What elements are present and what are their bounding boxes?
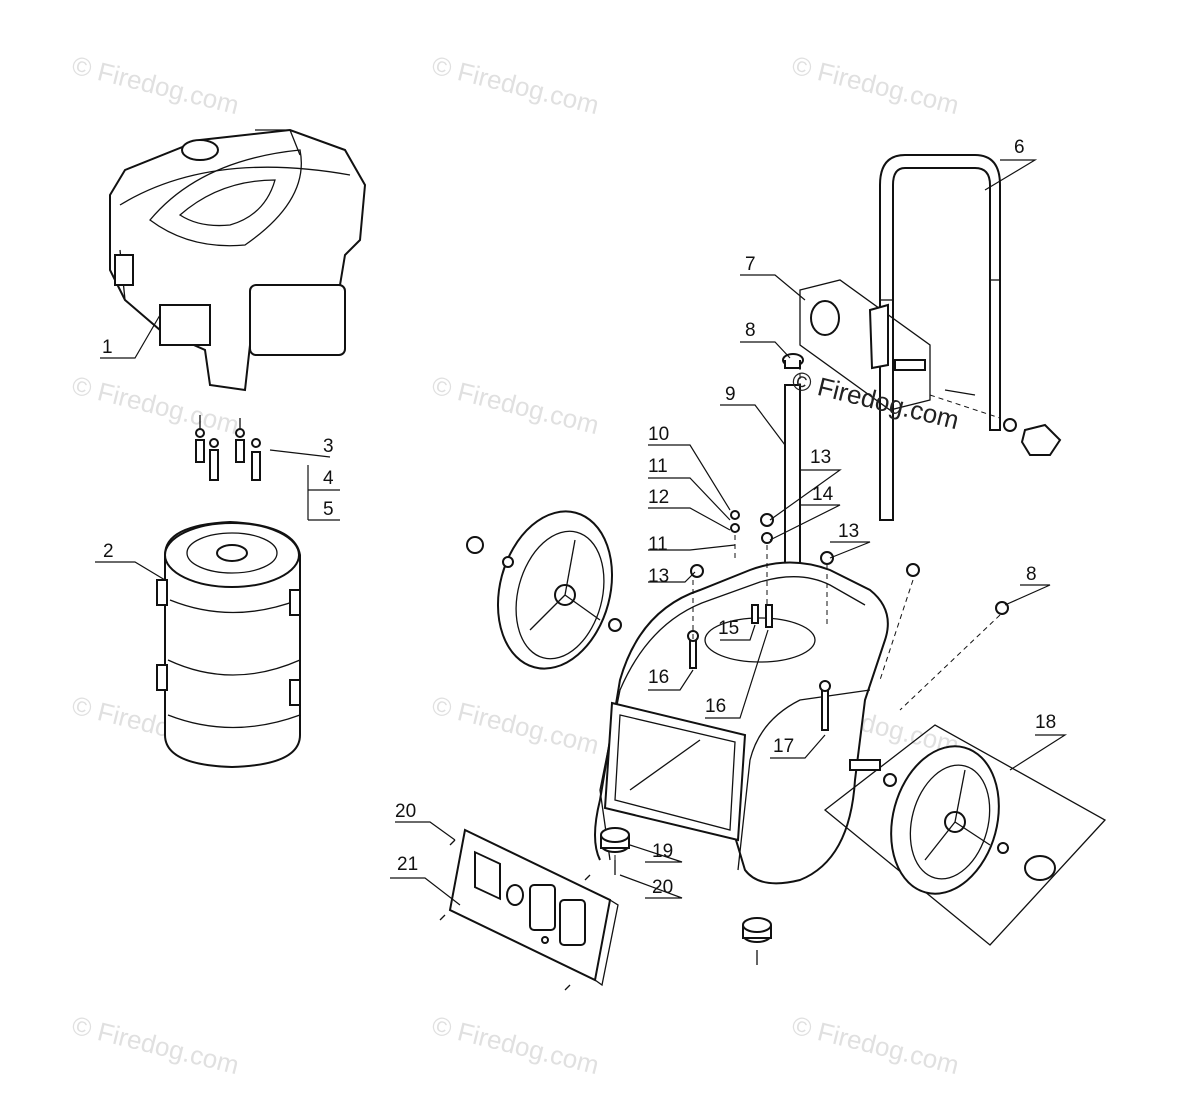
callout-13: 13: [810, 447, 831, 468]
frame-icon: [594, 561, 889, 885]
callout-21: 21: [397, 854, 418, 875]
callout-8: 8: [1026, 564, 1037, 585]
callout-16: 16: [705, 696, 726, 717]
handle-bracket-icon: [799, 279, 931, 411]
wheel-icon: [823, 724, 1107, 946]
callout-9: 9: [725, 384, 736, 405]
engine-icon: [109, 128, 367, 392]
callout-14: 14: [812, 484, 834, 505]
callout-2: 2: [103, 541, 114, 562]
rubber-foot-icon: [600, 827, 772, 965]
handle-icon: [879, 154, 1001, 521]
callout-8: 8: [745, 320, 756, 341]
alternator-icon: [156, 520, 301, 769]
callout-1: 1: [102, 337, 113, 358]
control-panel-icon: [439, 828, 619, 991]
callout-13: 13: [648, 566, 669, 587]
callout-11: 11: [648, 456, 668, 477]
callout-3: 3: [323, 436, 334, 457]
callout-17: 17: [773, 736, 794, 757]
callout-20: 20: [395, 801, 416, 822]
callout-13: 13: [838, 521, 859, 542]
knob-icon: [944, 389, 1062, 456]
callout-5: 5: [323, 499, 334, 520]
callout-18: 18: [1035, 712, 1056, 733]
wheel-icon: [466, 510, 622, 670]
callout-16: 16: [648, 667, 669, 688]
callout-4: 4: [323, 468, 334, 489]
callout-12: 12: [648, 487, 669, 508]
callout-19: 19: [652, 841, 673, 862]
assembly-lines: [614, 365, 1001, 865]
callout-labels: 1 2 3 4 5 6 7 8 8 9 10 11 12 11 13 14 13…: [102, 137, 1056, 898]
leader-lines: [95, 159, 1068, 906]
bolt-set-icon: [195, 415, 261, 481]
callout-10: 10: [648, 424, 669, 445]
callout-7: 7: [745, 254, 756, 275]
callout-6: 6: [1014, 137, 1025, 158]
callout-15: 15: [718, 618, 739, 639]
frame-bolts-icon: [687, 510, 1009, 731]
callout-11: 11: [648, 534, 668, 555]
callout-20: 20: [652, 877, 673, 898]
